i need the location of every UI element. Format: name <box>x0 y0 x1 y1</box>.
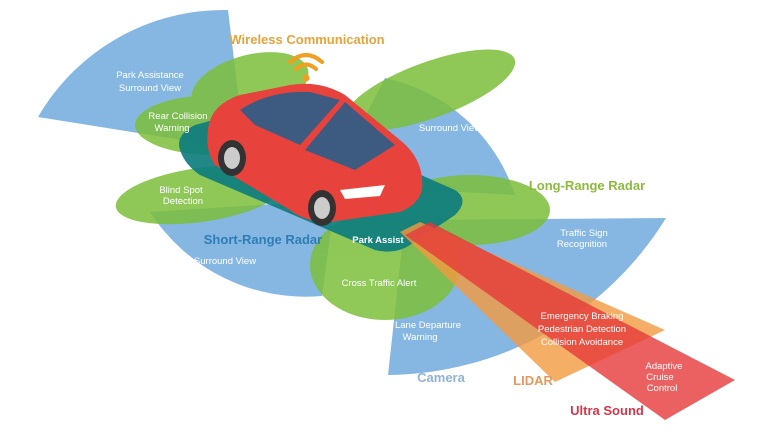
car-icon <box>207 83 423 226</box>
label-rear-collision: Rear Collision <box>148 111 207 122</box>
short-range-title: Short-Range Radar <box>204 232 322 247</box>
label-surround-view-top: Surround View <box>119 83 181 94</box>
label-blind-spot: Blind Spot <box>159 185 203 196</box>
label-lane-departure: Lane Departure <box>395 320 461 331</box>
label-park-assistance: Park Assistance <box>116 70 184 81</box>
label-control: Control <box>647 383 678 394</box>
label-blind-spot-detection: Detection <box>163 196 203 207</box>
label-surround-view-right: Surround View <box>419 123 481 134</box>
label-pedestrian-detection: Pedestrian Detection <box>538 324 626 335</box>
wifi-icon <box>288 53 324 82</box>
top-right-radar-zone <box>344 49 516 131</box>
ultrasound-title: Ultra Sound <box>570 403 644 418</box>
label-park-assist: Park Assist <box>352 235 404 246</box>
label-lane-departure-warning: Warning <box>402 332 437 343</box>
label-traffic-sign-recognition: Recognition <box>557 239 607 250</box>
label-collision-avoidance: Collision Avoidance <box>541 337 623 348</box>
ultrasound-beam <box>405 222 735 420</box>
label-adaptive: Adaptive <box>646 361 683 372</box>
camera-title: Camera <box>417 370 465 385</box>
label-traffic-sign: Traffic Sign <box>560 228 608 239</box>
label-emergency-braking: Emergency Braking <box>541 311 624 322</box>
label-cruise: Cruise <box>646 372 673 383</box>
long-range-title: Long-Range Radar <box>529 178 645 193</box>
surround-view-left-zone <box>150 200 335 297</box>
label-cross-traffic: Cross Traffic Alert <box>342 278 417 289</box>
lidar-title: LIDAR <box>513 373 553 388</box>
label-surround-view-left: Surround View <box>194 256 256 267</box>
label-rear-collision-warning: Warning <box>154 123 189 134</box>
wireless-title: Wireless Communication <box>229 32 384 47</box>
